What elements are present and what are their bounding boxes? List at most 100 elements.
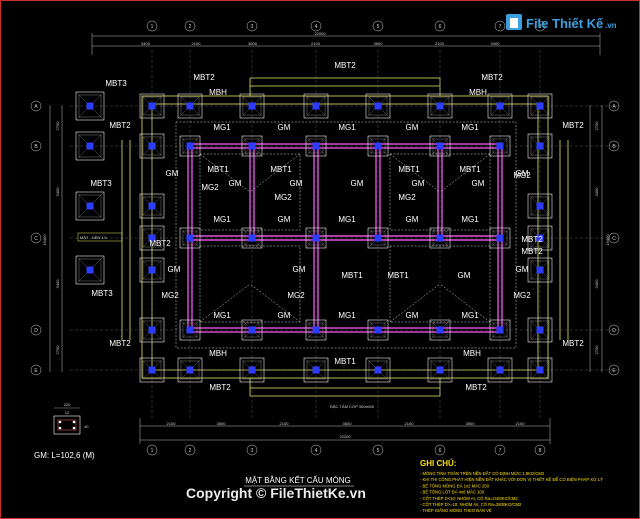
top-dim-text: 22000 — [314, 31, 326, 36]
element-label: MBH — [209, 88, 227, 97]
column-pad — [305, 227, 327, 249]
element-label: MBH — [463, 349, 481, 358]
element-label: GM — [166, 169, 179, 178]
element-label: MBT3 — [90, 179, 112, 188]
watermark-top-brand: File Thiết Kế — [526, 16, 604, 31]
element-label: MBT3 — [91, 289, 113, 298]
axis-label-col: 3 — [251, 448, 254, 454]
element-label: GM — [351, 179, 364, 188]
axis-label-col: 2 — [189, 448, 192, 454]
axis-bubble-col: 2 — [184, 20, 196, 32]
element-label: MG2 — [513, 171, 531, 180]
element-label: GM — [406, 311, 419, 320]
element-label: MBT1 — [334, 357, 356, 366]
element-label: MG1 — [461, 311, 479, 320]
dim-top: 2100 — [192, 41, 202, 46]
axis-bubble-col: 4 — [310, 20, 322, 32]
element-label: MG1 — [338, 311, 356, 320]
column-pad — [139, 225, 165, 251]
dim-top: 2100 — [435, 41, 445, 46]
element-label: MG1 — [213, 215, 231, 224]
dim-right: 3400 — [594, 279, 599, 289]
element-label: GM — [293, 265, 306, 274]
column-pad — [487, 357, 513, 383]
level-tag-left: MẶT - NỀN 1/1 — [80, 235, 108, 240]
axis-bubble-col: 5 — [372, 20, 384, 32]
axis-bubble-row: A — [30, 100, 42, 112]
column-pad — [527, 93, 553, 119]
axis-bubble-col: 2 — [184, 444, 196, 456]
note-line: - BÊ TÔNG LÓT ĐÁ 4x6 MÁC 100 — [420, 490, 485, 495]
dim-left-overall: 16400 — [42, 234, 47, 246]
column-pad — [139, 357, 165, 383]
axis-bubble-col: 4 — [310, 444, 322, 456]
axis-bubble-col: 7 — [494, 20, 506, 32]
element-label: MG2 — [274, 193, 292, 202]
element-label: GM — [278, 215, 291, 224]
axis-bubble-row: B — [608, 140, 620, 152]
column-pad — [239, 93, 265, 119]
element-label: MG1 — [338, 215, 356, 224]
beam-length-label: GM: L=102,6 (M) — [34, 451, 95, 460]
notes-heading: GHI CHÚ: — [420, 459, 456, 468]
dim-top: 3400 — [491, 41, 501, 46]
column-pad — [75, 191, 105, 221]
drawing-title: MẶT BẰNG KẾT CẤU MÓNG — [245, 475, 351, 485]
watermark-top-domain: .vn — [605, 21, 617, 30]
axis-bubble-col: 3 — [246, 444, 258, 456]
axis-label-row: D — [34, 328, 38, 334]
element-label: MBT2 — [465, 383, 487, 392]
element-label: GM — [516, 265, 529, 274]
element-label: MBT2 — [562, 339, 584, 348]
axis-bubble-row: E — [30, 364, 42, 376]
element-label: MBT2 — [521, 235, 543, 244]
element-label: MBT2 — [521, 247, 543, 256]
level-tag-left-box — [77, 232, 123, 242]
axis-bubble-col: 3 — [246, 20, 258, 32]
axis-label-col: 7 — [499, 24, 502, 30]
axis-bubble-row: B — [30, 140, 42, 152]
section-dim-sub: 12 — [65, 410, 70, 415]
element-label: MG1 — [461, 215, 479, 224]
element-label: MG2 — [161, 291, 179, 300]
note-line: - MÓNG TÍNH TOÁN TRÊN NỀN ĐẤT CÓ ĐỊNH MỨ… — [420, 471, 545, 476]
dim-right: 3400 — [594, 187, 599, 197]
column-pad — [139, 317, 165, 343]
column-pad — [179, 135, 201, 157]
axis-label-row: D — [612, 328, 616, 334]
axis-bubble-row: E — [608, 364, 620, 376]
axis-bubble-col: 6 — [434, 444, 446, 456]
axis-bubble-row: C — [30, 232, 42, 244]
element-label: MBT2 — [109, 121, 131, 130]
element-label: MBT1 — [207, 165, 229, 174]
column-pad — [177, 93, 203, 119]
element-label: MG1 — [213, 123, 231, 132]
element-label: GM — [229, 179, 242, 188]
column-pad — [527, 193, 553, 219]
column-pad — [527, 317, 553, 343]
dim-right-overall: 16400 — [605, 234, 610, 246]
column-pad — [241, 135, 263, 157]
element-label: GM — [168, 265, 181, 274]
dim-top: 2100 — [311, 41, 321, 46]
axis-label-row: A — [612, 104, 616, 110]
column-pad — [527, 225, 553, 251]
dim-bottom: 2100 — [167, 421, 177, 426]
column-pad — [139, 133, 165, 159]
section-dim-height: 40 — [84, 424, 89, 429]
column-pad — [427, 93, 453, 119]
axis-label-row: E — [612, 368, 616, 374]
element-label: MG1 — [213, 311, 231, 320]
column-pad — [527, 257, 553, 283]
axis-bubble-col: 1 — [146, 20, 158, 32]
element-label: MG2 — [201, 183, 219, 192]
note-line: - THÉP GIẰNG MÓNG THEO BẢN VẼ — [420, 508, 492, 513]
axis-label-col: 5 — [377, 448, 380, 454]
column-pad — [527, 357, 553, 383]
column-pad — [489, 227, 511, 249]
axis-label-col: 2 — [189, 24, 192, 30]
column-pad — [75, 131, 105, 161]
dim-bottom: 3600 — [343, 421, 353, 426]
